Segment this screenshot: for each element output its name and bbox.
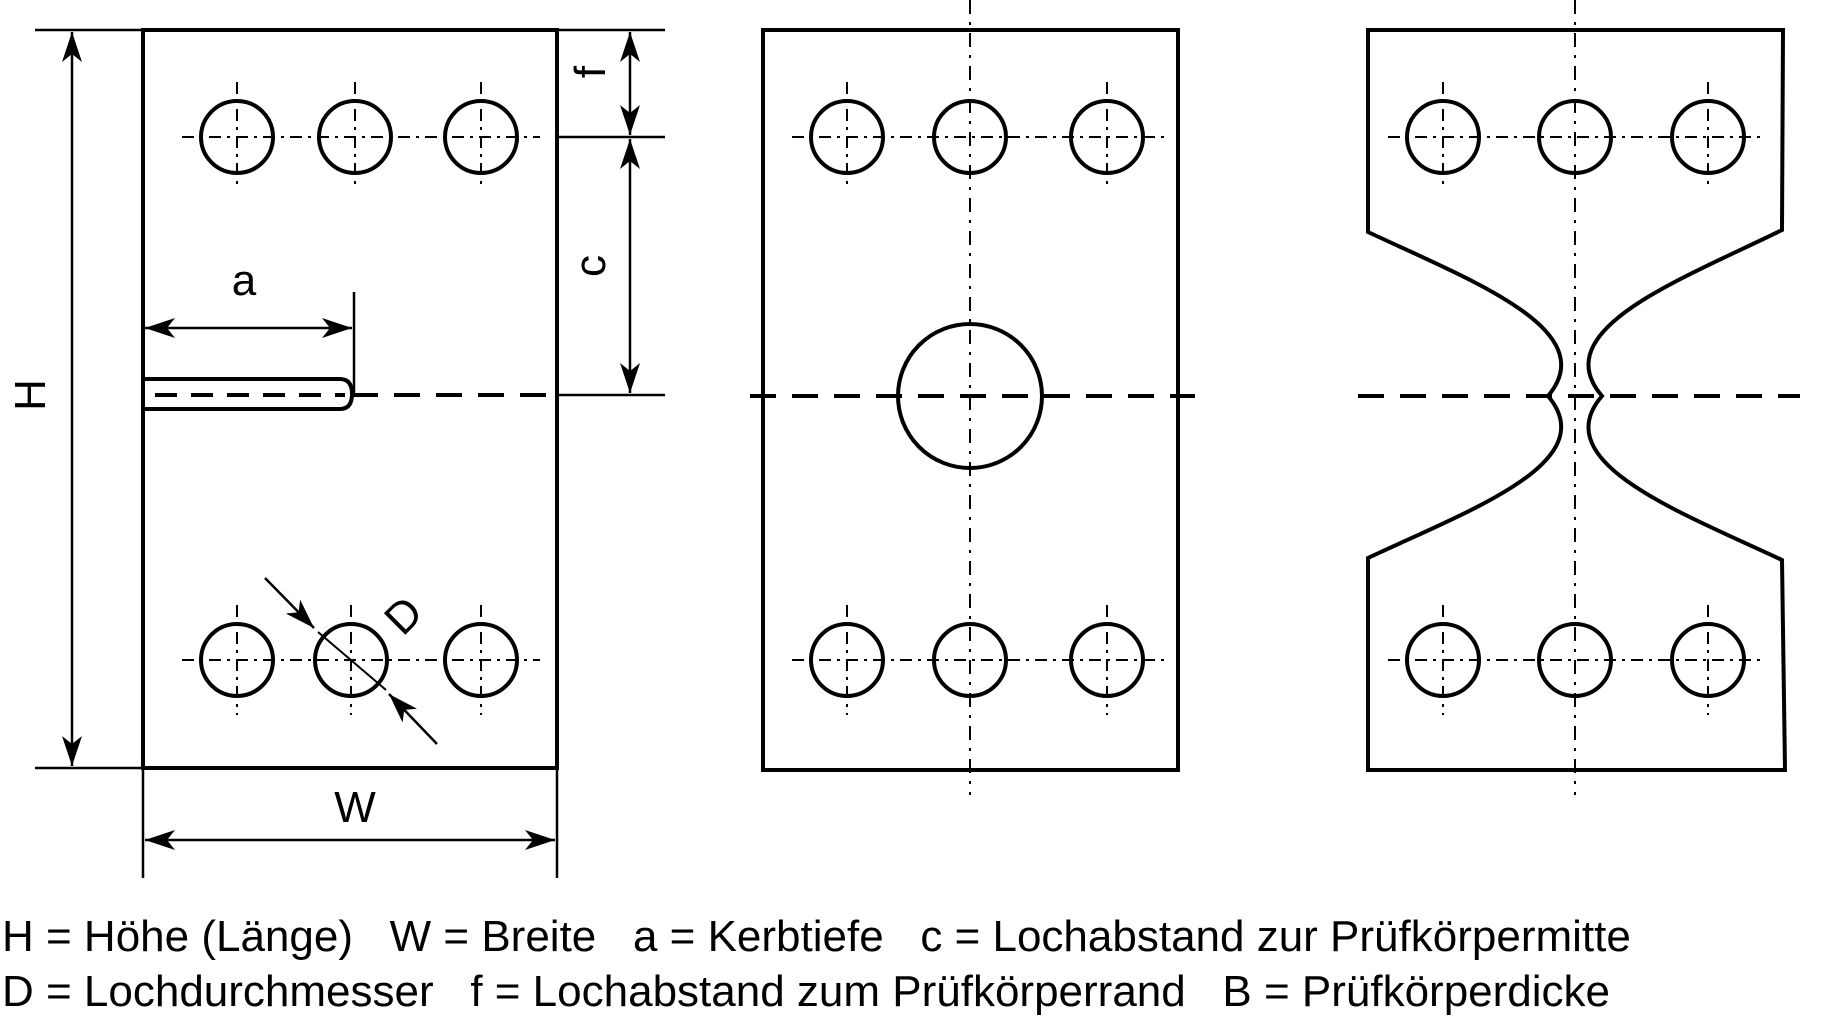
label-f: f [566,65,615,78]
hole-crosshairs-top [182,82,540,190]
legend-line-2: D = Lochdurchmesser f = Lochabstand zum … [2,967,1611,1016]
specimen-waisted-outline [1366,28,1788,772]
dimension-D [264,577,438,745]
legend-line-1: H = Höhe (Länge) W = Breite a = Kerbtief… [2,912,1631,961]
label-W: W [334,783,376,832]
label-a: a [232,256,257,305]
label-H: H [6,379,55,411]
label-c: c [566,255,615,277]
hole-crosshairs-top [1388,82,1765,190]
dimension-H [35,28,143,770]
holes-bottom [199,622,519,698]
label-D: D [375,587,432,644]
dimension-f-c [557,28,665,397]
hole-crosshairs-top [792,82,1165,190]
hole-crosshairs-bottom [1388,605,1765,715]
holes-top [199,99,519,175]
hole-crosshairs-bottom [182,605,540,715]
dimension-W [141,768,559,878]
specimen-notched-outline [141,28,559,770]
dimension-a [145,292,356,394]
specimen-center-hole [750,0,1195,795]
hole-crosshairs-bottom [792,605,1165,715]
specimen-notched [35,28,665,878]
specimen-waisted [1358,0,1800,795]
